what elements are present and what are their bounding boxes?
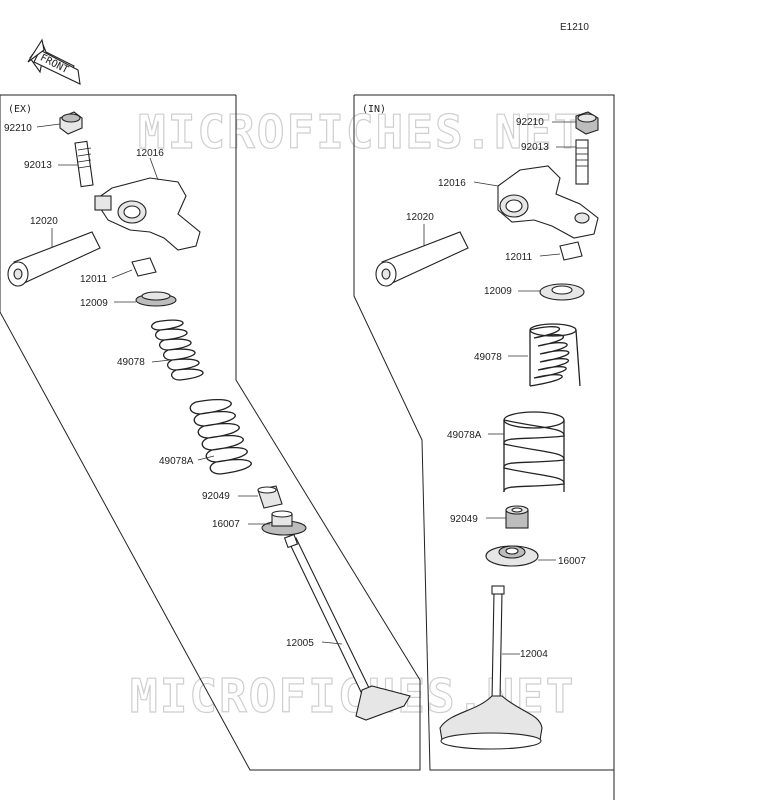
ex-label-16007: 16007 [212,519,240,530]
in-valve-12004: 12004 [439,585,548,750]
ex-spring-outer-49078: 49078 [117,319,204,381]
ex-keeper-12011: 12011 [80,257,157,285]
ex-seal-92049: 92049 [202,485,283,509]
ex-shaft-12020: 12020 [7,216,101,287]
in-keeper-12011: 12011 [505,241,583,263]
in-shaft-12020: 12020 [375,212,469,287]
in-label-92049: 92049 [450,514,478,525]
in-label-92013: 92013 [521,142,549,153]
in-label-12016: 12016 [438,178,466,189]
in-label-92210: 92210 [516,117,544,128]
ex-label-92049: 92049 [202,491,230,502]
ex-spring-seat-16007: 16007 [212,510,307,536]
ex-label-12005: 12005 [286,638,314,649]
ex-label-12020: 12020 [30,216,58,227]
intake-panel: (IN) [353,94,615,800]
in-label-16007: 16007 [558,556,586,567]
in-spring-inner-49078A: 49078A [447,411,565,493]
intake-tag: (IN) [362,104,386,115]
ex-label-12016: 12016 [136,148,164,159]
in-spring-seat-16007: 16007 [485,545,586,567]
ex-label-49078A: 49078A [159,456,194,467]
ex-nut-92210: 92210 [4,111,83,135]
in-retainer-12009: 12009 [484,283,585,301]
in-spring-outer-49078: 49078 [474,323,581,387]
ex-label-92210: 92210 [4,123,32,134]
in-label-12004: 12004 [520,649,548,660]
in-screw-92013: 92013 [521,139,589,185]
in-label-49078A: 49078A [447,430,482,441]
ex-label-12011: 12011 [80,274,108,285]
in-nut-92210: 92210 [516,111,599,135]
ex-rocker-arm-12016: 12016 [94,148,201,251]
in-label-49078: 49078 [474,352,502,363]
ex-valve-12005: 12005 [283,533,411,721]
ex-label-92013: 92013 [24,160,52,171]
in-rocker-arm-12016: 12016 [438,165,599,239]
ex-label-49078: 49078 [117,357,145,368]
diagram-code: E1210 [560,22,589,33]
exhaust-tag: (EX) [8,104,32,115]
ex-spring-inner-49078A: 49078A [159,398,252,475]
in-label-12009: 12009 [484,286,512,297]
in-label-12011: 12011 [505,252,533,263]
in-seal-92049: 92049 [450,505,529,529]
ex-screw-92013: 92013 [24,140,94,188]
in-label-12020: 12020 [406,212,434,223]
front-arrow-icon: FRONT [27,38,81,85]
ex-label-12009: 12009 [80,298,108,309]
watermark-top: MICROFICHES.NET [138,105,583,159]
ex-retainer-12009: 12009 [80,291,177,309]
exhaust-panel: (EX) [0,94,421,771]
